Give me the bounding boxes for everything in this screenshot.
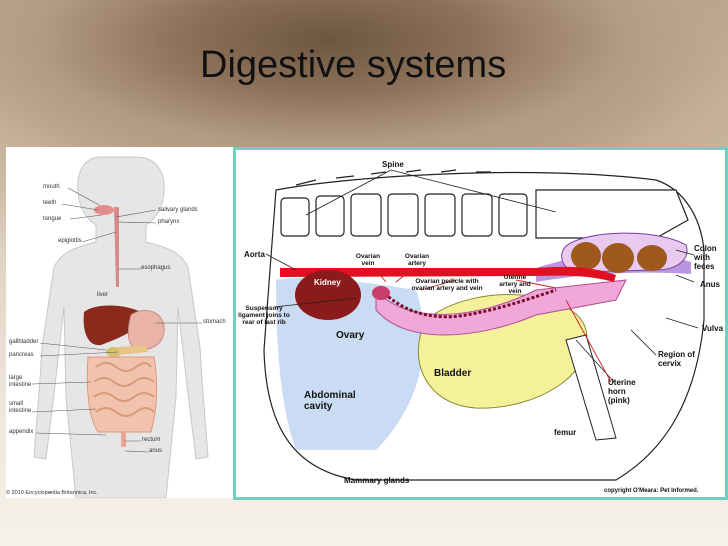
label-ovarian-artery: Ovarian artery xyxy=(404,253,430,267)
label-stomach: stomach xyxy=(203,319,226,325)
label-pancreas: pancreas xyxy=(9,352,34,358)
label-mammary-glands: Mammary glands xyxy=(344,476,410,485)
label-vulva: Vulva xyxy=(702,324,724,333)
label-large-intestine: large intestine xyxy=(9,375,32,388)
dog-anatomy-illustration xyxy=(263,169,705,481)
label-esophagus: esophagus xyxy=(141,265,171,271)
label-appendix: appendix xyxy=(9,429,34,435)
label-ovary: Ovary xyxy=(336,330,365,341)
label-anus-animal: Anus xyxy=(700,280,720,289)
label-suspensory-ligament: Suspensory ligament joins to rear of las… xyxy=(238,305,290,326)
label-salivary-glands: salivary glands xyxy=(158,207,198,213)
label-tongue: tongue xyxy=(43,216,62,222)
animal-anatomy-diagram: Spine Aorta Kidney Ovarian vein Ovarian … xyxy=(233,147,728,500)
label-abdominal-cavity: Abdominal cavity xyxy=(304,390,356,412)
label-aorta: Aorta xyxy=(244,250,265,259)
label-teeth: teeth xyxy=(43,200,57,206)
label-kidney: Kidney xyxy=(314,278,341,287)
label-gallbladder: gallbladder xyxy=(9,339,39,345)
label-uterine-horn: Uterine horn (pink) xyxy=(608,378,636,405)
copyright-omeara: copyright O'Meara: Pet Informed. xyxy=(604,488,699,494)
label-colon: Colon with feces xyxy=(694,244,717,271)
label-ovarian-pedicle: Ovarian pedicle with ovarian artery and … xyxy=(411,278,483,292)
label-liver: liver xyxy=(97,292,109,298)
label-epiglottis: epiglottis xyxy=(58,238,82,244)
label-uterine-artery-vein: Uterine artery and vein xyxy=(499,274,531,295)
label-region-of-cervix: Region of cervix xyxy=(658,350,695,368)
copyright-britannica: © 2010 Encyclopædia Britannica, Inc. xyxy=(6,490,98,496)
label-small-intestine: small intestine xyxy=(9,401,32,414)
label-femur: femur xyxy=(554,428,577,437)
label-rectum: rectum xyxy=(142,437,161,443)
label-pharynx: pharynx xyxy=(158,219,180,225)
label-anus: anus xyxy=(149,448,163,454)
label-mouth: mouth xyxy=(43,184,60,190)
label-ovarian-vein: Ovarian vein xyxy=(355,253,381,267)
label-spine: Spine xyxy=(382,160,404,169)
label-bladder: Bladder xyxy=(434,368,472,379)
human-body-illustration xyxy=(31,156,209,498)
slide-title: Digestive systems xyxy=(200,44,507,86)
human-digestive-diagram: mouth teeth tongue epiglottis salivary g… xyxy=(6,147,234,498)
